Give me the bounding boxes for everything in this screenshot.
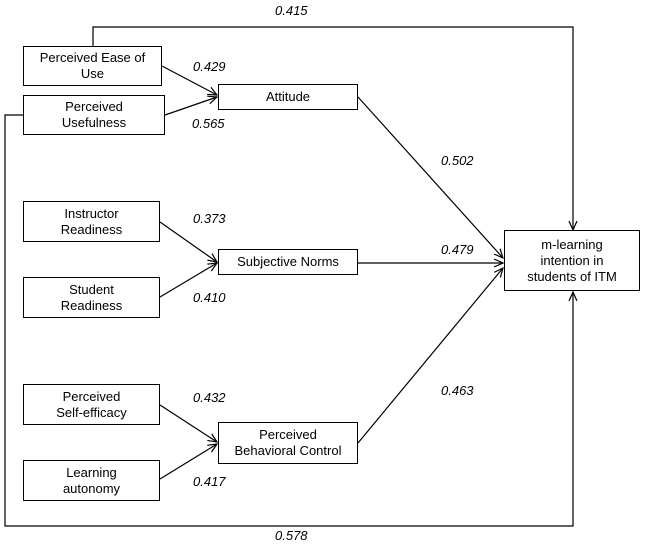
coef-selfefficacy-to-pbc: 0.432 — [193, 390, 226, 405]
node-perceived-self-efficacy: Perceived Self-efficacy — [23, 384, 160, 425]
path-attitude-to-outcome — [357, 96, 503, 258]
coef-pbc-to-outcome: 0.463 — [441, 383, 474, 398]
node-instructor-readiness: Instructor Readiness — [23, 201, 160, 242]
node-subjective-norms: Subjective Norms — [218, 249, 358, 275]
node-perceived-usefulness: Perceived Usefulness — [23, 95, 165, 135]
path-usefulness-to-attitude — [164, 97, 217, 116]
node-perceived-ease-of-use: Perceived Ease of Use — [23, 46, 162, 86]
node-perceived-behavioral-control: Perceived Behavioral Control — [218, 422, 358, 464]
node-learning-autonomy: Learning autonomy — [23, 460, 160, 501]
path-instructor-to-subjective — [159, 221, 217, 262]
path-selfefficacy-to-pbc — [159, 404, 217, 442]
coef-ease-to-attitude: 0.429 — [193, 59, 226, 74]
coef-usefulness-to-outcome: 0.578 — [275, 528, 308, 543]
coef-subjective-to-outcome: 0.479 — [441, 242, 474, 257]
coef-attitude-to-outcome: 0.502 — [441, 153, 474, 168]
coef-student-to-subjective: 0.410 — [193, 290, 226, 305]
coef-ease-to-outcome: 0.415 — [275, 3, 308, 18]
path-student-to-subjective — [159, 263, 217, 298]
path-pbc-to-outcome — [357, 268, 503, 444]
path-usefulness-to-outcome — [4, 114, 573, 527]
path-ease-to-outcome — [92, 26, 573, 230]
node-student-readiness: Student Readiness — [23, 277, 160, 318]
node-attitude: Attitude — [218, 84, 358, 110]
path-autonomy-to-pbc — [159, 444, 217, 480]
coef-usefulness-to-attitude: 0.565 — [192, 116, 225, 131]
coef-instructor-to-subjective: 0.373 — [193, 211, 226, 226]
node-m-learning-intention: m-learning intention in students of ITM — [504, 230, 640, 291]
coef-autonomy-to-pbc: 0.417 — [193, 474, 226, 489]
path-ease-to-attitude — [161, 65, 217, 95]
